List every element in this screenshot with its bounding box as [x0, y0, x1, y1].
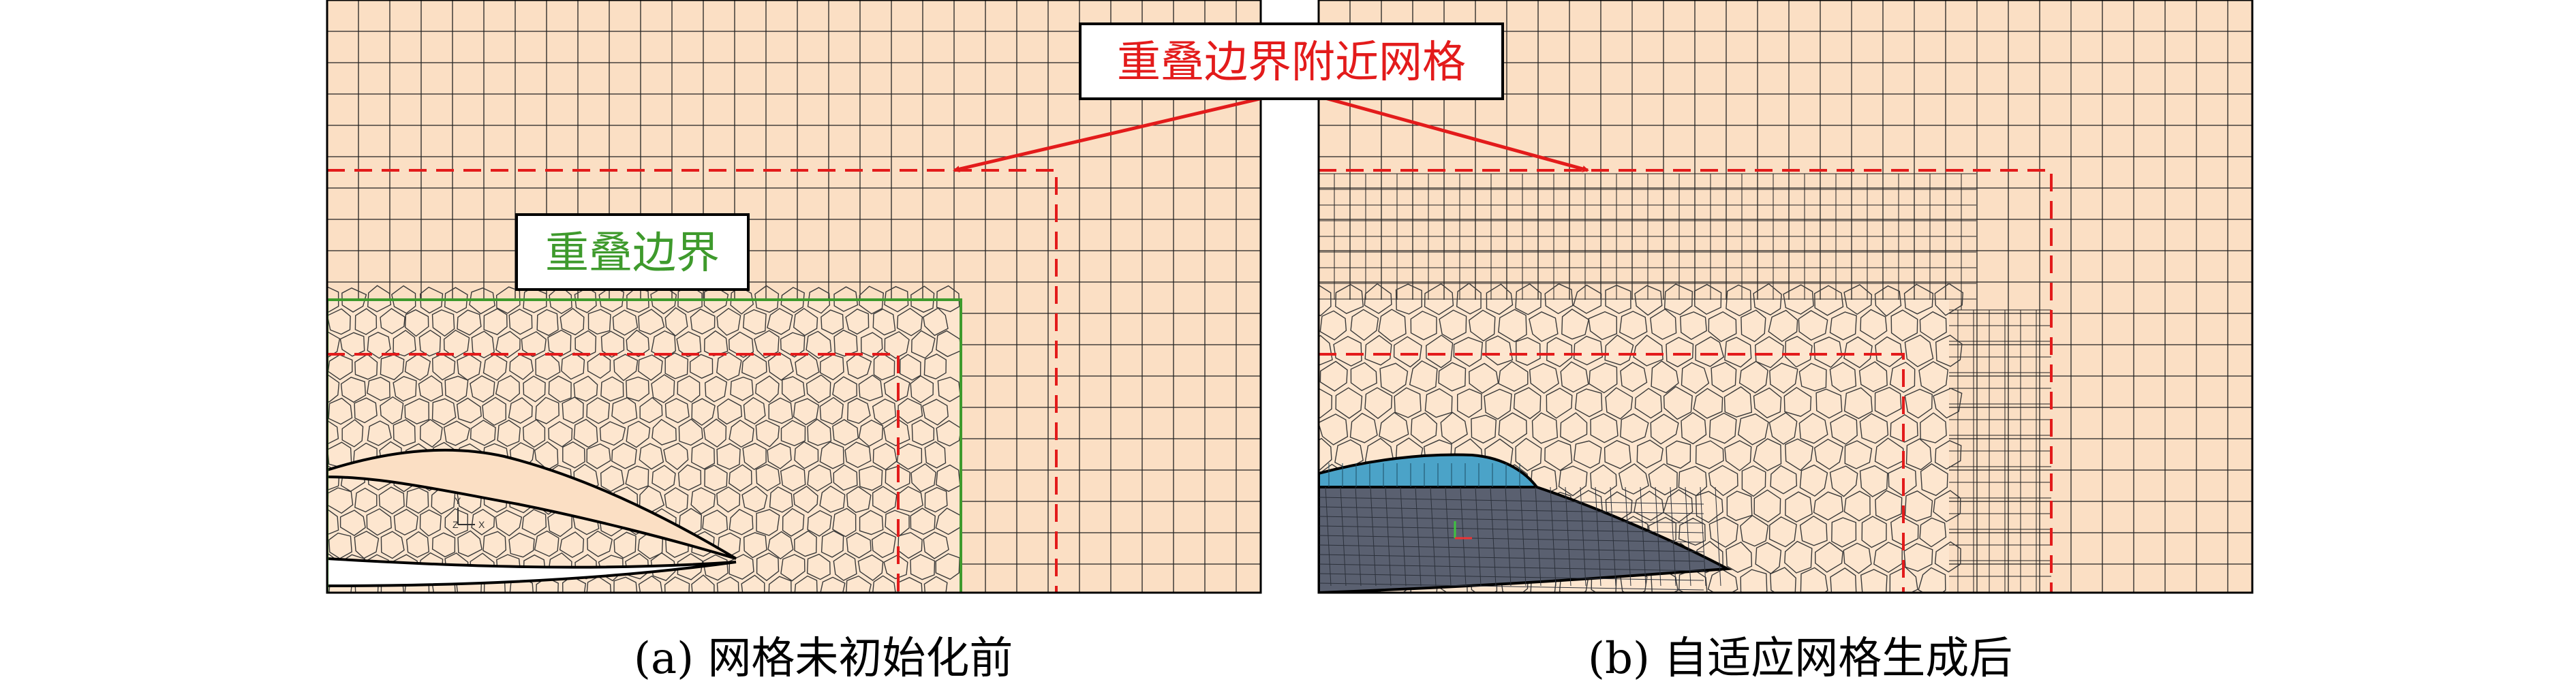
panel-b-frame	[1317, 0, 2254, 594]
panel-b-red-dashed-outer	[1319, 169, 2053, 593]
panel-a-polyhedral-mesh	[327, 285, 962, 593]
overlap-near-mesh-label: 重叠边界附近网格	[1117, 37, 1466, 88]
panel-a-red-dashed-outer	[327, 169, 1058, 593]
overlap-near-mesh-label-box: 重叠边界附近网格	[1079, 22, 1504, 100]
panel-b-axis-triad	[1454, 521, 1472, 540]
panel-a-body-upper	[327, 448, 737, 560]
arrow-to-panel-a	[953, 93, 1275, 173]
overlap-boundary-outline	[327, 298, 962, 593]
panel-a-frame	[326, 0, 1262, 594]
panel-a-axis-triad: Y Z X	[453, 495, 485, 530]
triad-x-label: X	[478, 519, 485, 530]
overlap-boundary-label: 重叠边界	[545, 228, 720, 279]
panel-a-caption: (a) 网格未初始化前	[634, 634, 1013, 684]
panel-b-body-surface-mesh	[1319, 463, 1721, 591]
triad-y-label: Y	[455, 495, 461, 506]
panel-b-red-dashed-inner	[1319, 353, 1905, 593]
panel-b-caption: (b) 自适应网格生成后	[1588, 634, 2013, 684]
arrow-to-panel-b	[1315, 93, 1589, 172]
triad-z-label: Z	[453, 519, 459, 530]
overlap-boundary-label-box: 重叠边界	[515, 213, 750, 291]
panel-a-body-lower	[327, 557, 737, 588]
panel-b-body-top-blue	[1319, 453, 1540, 488]
